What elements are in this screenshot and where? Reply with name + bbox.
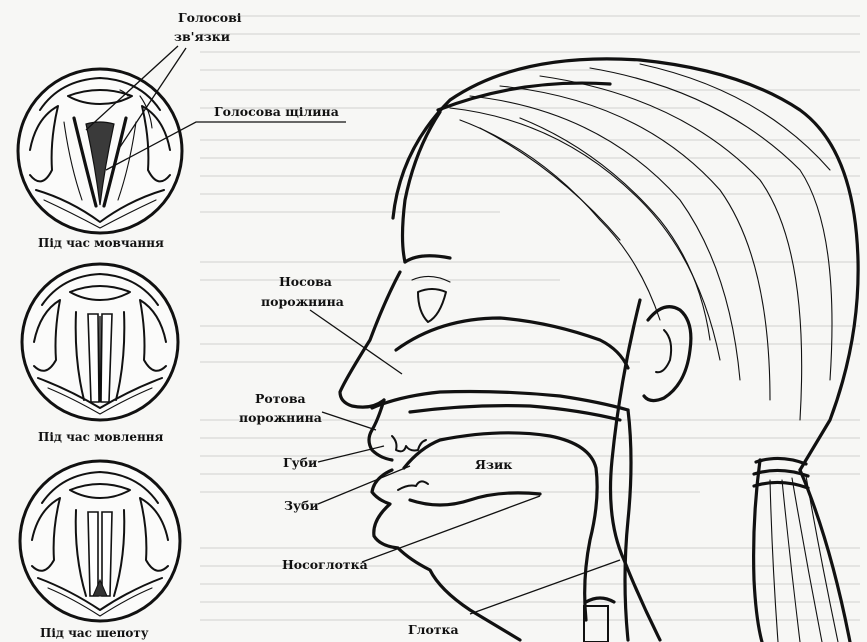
larynx-view-silence xyxy=(18,69,182,233)
tongue-label: Язик xyxy=(475,457,512,472)
glottis-label: Голосова щілина xyxy=(214,104,339,119)
nasal-cavity-label-line1: Носова xyxy=(279,274,332,289)
vocal-cords-label-line2: зв'язки xyxy=(174,29,230,44)
lips-label: Губи xyxy=(283,455,317,470)
caption-whisper: Під час шепоту xyxy=(40,626,149,640)
oral-cavity-label-line1: Ротова xyxy=(255,391,306,406)
pharynx-label: Глотка xyxy=(408,622,459,637)
vocal-cords-label-line1: Голосові xyxy=(178,10,242,25)
caption-speaking: Під час мовлення xyxy=(38,430,164,444)
caption-silence: Під час мовчання xyxy=(38,236,164,250)
teeth-leader xyxy=(318,466,410,504)
head-profile-drawing xyxy=(340,59,858,642)
nasopharynx-label: Носоглотка xyxy=(282,557,368,572)
larynx-view-whisper xyxy=(20,461,180,621)
oral-cavity-label-line2: порожнина xyxy=(239,410,322,425)
larynx-view-speaking xyxy=(22,264,178,420)
oral-cavity-leader xyxy=(322,412,376,430)
nasal-cavity-label-line2: порожнина xyxy=(261,294,344,309)
teeth-label: Зуби xyxy=(284,498,319,513)
